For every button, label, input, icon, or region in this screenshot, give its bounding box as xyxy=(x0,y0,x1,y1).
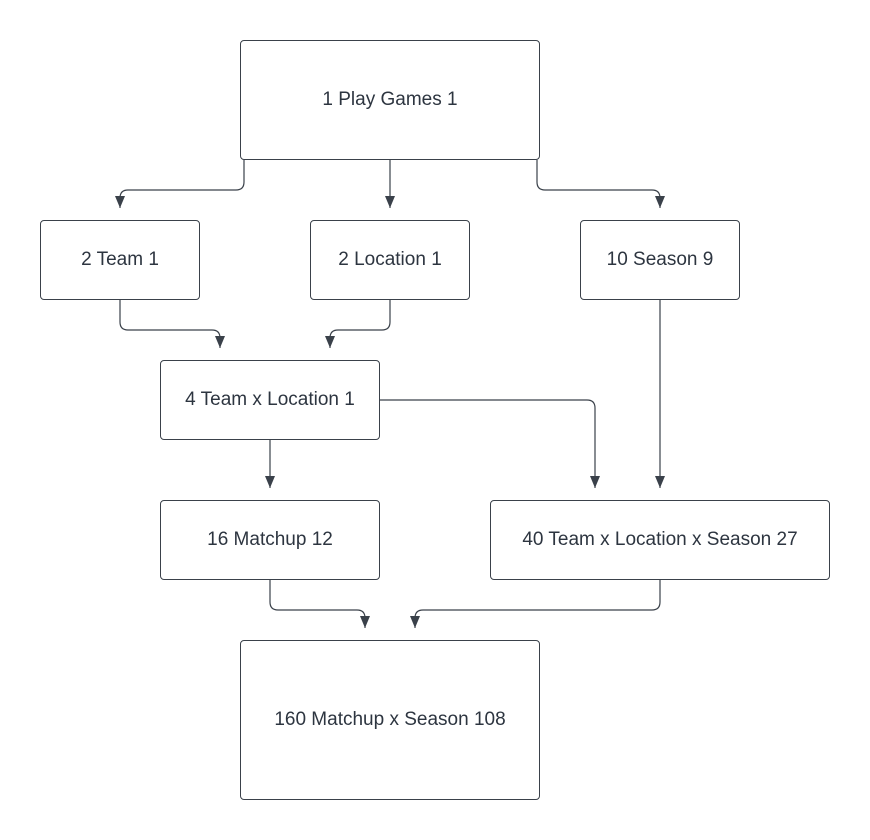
node-label: 2 Location 1 xyxy=(338,248,442,270)
node-label: 1 Play Games 1 xyxy=(322,88,458,110)
edge-matchup-to-matchup-season xyxy=(269,580,370,628)
node-play-games[interactable]: 1 Play Games 1 xyxy=(240,40,540,160)
node-label: 10 Season 9 xyxy=(606,248,714,270)
node-label: 40 Team x Location x Season 27 xyxy=(522,528,798,550)
node-location[interactable]: 2 Location 1 xyxy=(310,220,470,300)
node-label: 4 Team x Location 1 xyxy=(185,388,355,410)
node-team-location-season[interactable]: 40 Team x Location x Season 27 xyxy=(490,500,830,580)
node-matchup-season[interactable]: 160 Matchup x Season 108 xyxy=(240,640,540,800)
node-label: 2 Team 1 xyxy=(81,248,159,270)
edge-location-to-team-location xyxy=(325,300,391,348)
edge-team-to-team-location xyxy=(119,300,225,348)
edge-team-location-to-tls xyxy=(380,399,600,488)
node-label: 160 Matchup x Season 108 xyxy=(274,708,506,730)
node-team-location[interactable]: 4 Team x Location 1 xyxy=(160,360,380,440)
node-team[interactable]: 2 Team 1 xyxy=(40,220,200,300)
edge-play-games-to-season xyxy=(536,160,665,208)
node-season[interactable]: 10 Season 9 xyxy=(580,220,740,300)
node-label: 16 Matchup 12 xyxy=(207,528,333,550)
node-matchup[interactable]: 16 Matchup 12 xyxy=(160,500,380,580)
edge-play-games-to-team xyxy=(115,160,245,208)
edge-tls-to-matchup-season xyxy=(410,580,661,628)
